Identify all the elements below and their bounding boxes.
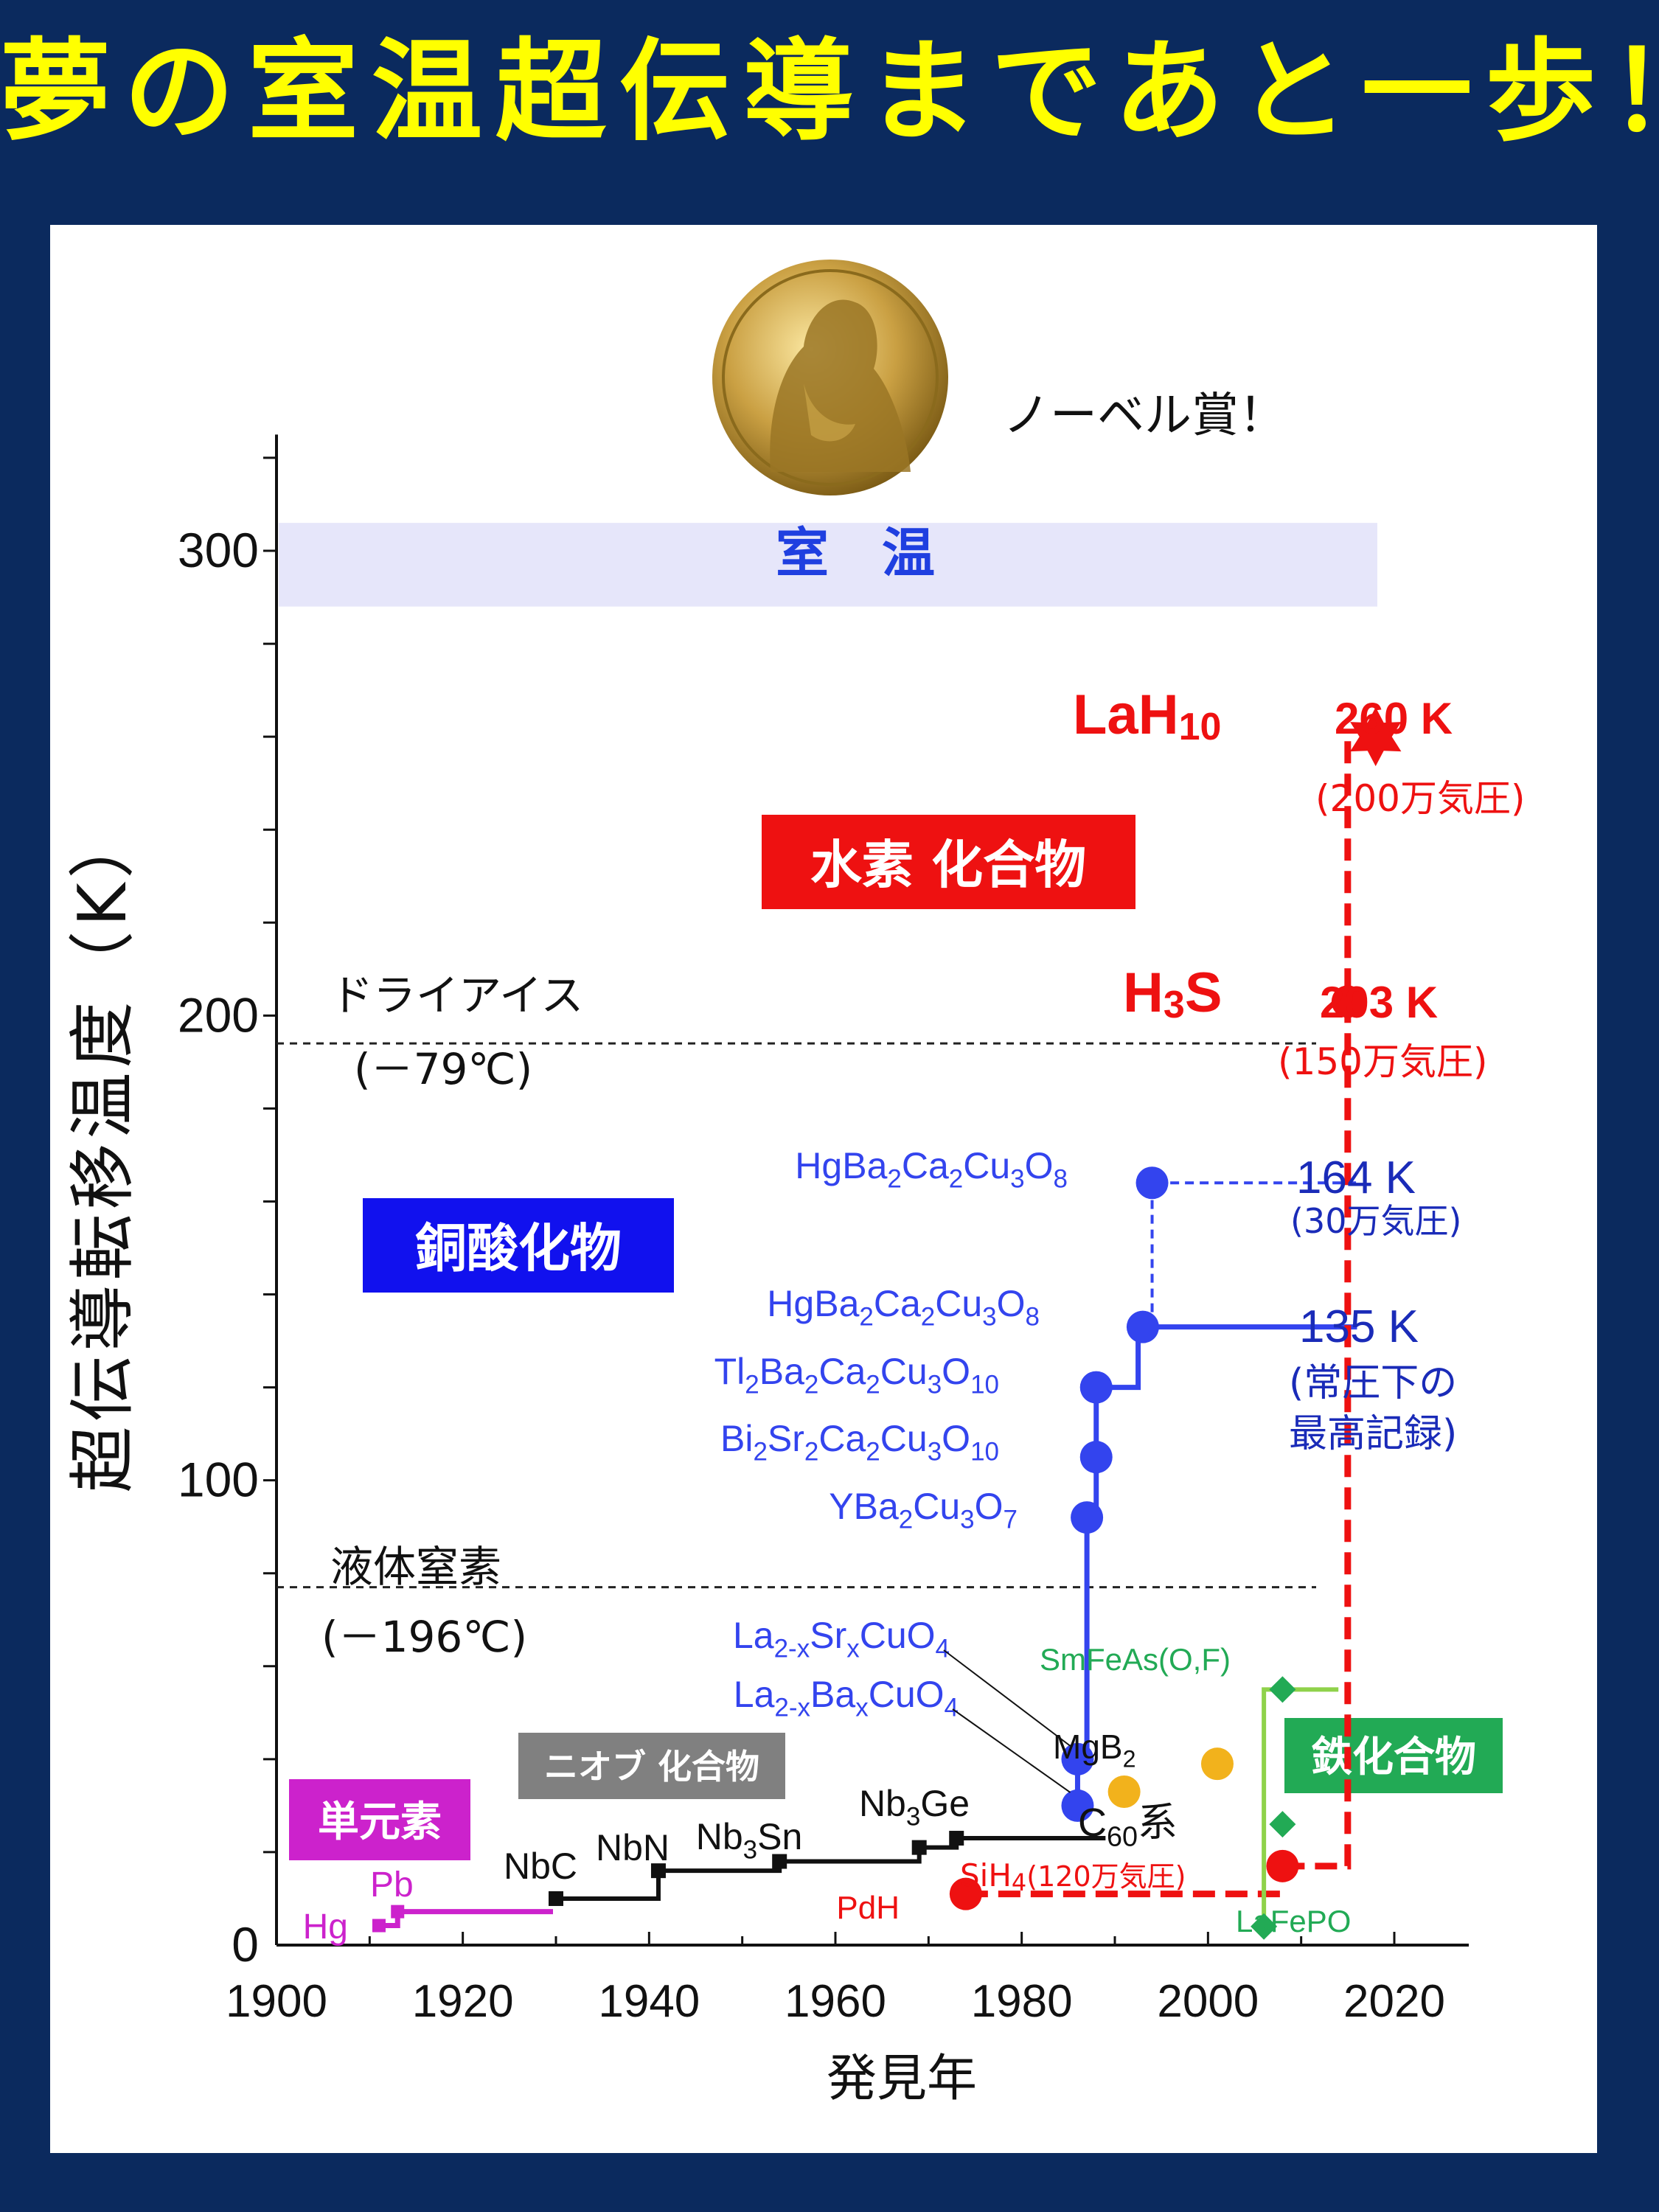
- marker-lah10-star: [1350, 707, 1402, 767]
- label-labacuo-leader: [952, 1708, 1071, 1793]
- marker-labacuo: [1061, 1789, 1094, 1822]
- x-tick-labels: 1900 1920 1940 1960 1980 2000 2020: [226, 1976, 1445, 2027]
- marker-bscco: [1079, 1441, 1113, 1474]
- y-tick-label: 200: [178, 987, 259, 1042]
- h3s-pressure-label: (150万気圧): [1278, 1040, 1487, 1083]
- marker-ybco: [1071, 1501, 1104, 1534]
- x-tick-label: 1940: [598, 1976, 700, 2027]
- room-temperature-label: 室 温: [776, 522, 935, 584]
- label-nbn: NbN: [596, 1827, 669, 1868]
- marker-lafepo: [1251, 1913, 1278, 1940]
- label-ybco: YBa2Cu3O7: [829, 1486, 1018, 1534]
- marker-h3s: [1331, 985, 1364, 1018]
- label-smfeas: SmFeAs(O,F): [1040, 1642, 1231, 1677]
- iron-category-label: 鉄化合物: [1311, 1733, 1476, 1781]
- liquid-nitrogen-label: 液体窒素: [330, 1542, 501, 1592]
- liquid-nitrogen-temp-label: (－196℃): [321, 1612, 527, 1662]
- hydride-category-box: [762, 815, 1135, 909]
- x-tick-label: 1920: [412, 1976, 514, 2027]
- y-axis-label: 超伝導転移温度（K）: [64, 807, 142, 1492]
- marker-pdh: [949, 1877, 982, 1910]
- marker-nb3sn-2: [911, 1840, 927, 1855]
- label-lafepo: LaFePO: [1236, 1904, 1351, 1938]
- marker-nb3ge: [949, 1831, 964, 1846]
- iron-history-line: [1262, 1687, 1339, 1930]
- nobel-medal-icon: [712, 260, 948, 495]
- label-c60: C60系: [1078, 1801, 1178, 1853]
- marker-hg: [372, 1919, 386, 1933]
- marker-mgb2: [1200, 1747, 1234, 1781]
- marker-c60: [1107, 1775, 1141, 1808]
- sih4-label: SiH4(120万気圧): [960, 1857, 1186, 1896]
- marker-pb: [391, 1905, 405, 1919]
- axes: [275, 434, 1470, 1947]
- hg1223-pressure-label: (30万気圧): [1290, 1201, 1461, 1241]
- label-hg: Hg: [303, 1907, 348, 1947]
- marker-smfeas: [1269, 1676, 1296, 1703]
- hg1223-pressure-tc-label: 164 K: [1296, 1152, 1416, 1203]
- niobium-category-box: [518, 1733, 785, 1799]
- y-tick-label: 100: [178, 1453, 259, 1507]
- label-lasrcuo: La2-xSrxCuO4: [733, 1615, 950, 1663]
- label-nb3sn: Nb3Sn: [696, 1816, 803, 1865]
- marker-nb3sn: [772, 1854, 787, 1869]
- x-tick-label: 2000: [1157, 1976, 1259, 2027]
- cuprate-category-label: 銅酸化物: [415, 1218, 622, 1279]
- hydride-category-label: 水素 化合物: [810, 835, 1086, 895]
- lah10-tc-label: 260 K: [1335, 694, 1453, 743]
- label-mgb2: MgB2: [1053, 1728, 1136, 1773]
- label-tbcco: Tl2Ba2Ca2Cu3O10: [714, 1351, 999, 1399]
- label-nbc: NbC: [504, 1846, 577, 1887]
- x-axis-label: 発見年: [827, 2050, 977, 2108]
- axis-ticks: [263, 456, 1396, 1945]
- hg1223-tc-label: 135 K: [1299, 1301, 1419, 1352]
- marker-lasrcuo: [1061, 1742, 1094, 1775]
- room-temperature-band: [279, 523, 1377, 607]
- x-tick-label: 1960: [785, 1976, 886, 2027]
- x-tick-label: 2020: [1343, 1976, 1445, 2027]
- y-tick-label: 300: [178, 523, 259, 577]
- cuprate-pressure-line: [1150, 1181, 1357, 1327]
- marker-hbcco-pressure: [1135, 1166, 1169, 1200]
- label-nb3ge: Nb3Ge: [859, 1783, 970, 1832]
- label-hbcco: HgBa2Ca2Cu3O8: [767, 1283, 1040, 1332]
- label-hbcco-pressure: HgBa2Ca2Cu3O8: [795, 1145, 1068, 1194]
- element-category-label: 単元素: [318, 1798, 442, 1846]
- marker-nbn: [650, 1863, 666, 1879]
- hg1223-note-line1: (常圧下の: [1289, 1361, 1457, 1405]
- dry-ice-temp-label: (－79℃): [354, 1044, 532, 1094]
- data-markers: [372, 707, 1402, 1940]
- label-lasrcuo-leader: [943, 1649, 1071, 1747]
- marker-tbcco: [1079, 1371, 1113, 1404]
- dry-ice-label: ドライアイス: [330, 970, 583, 1020]
- x-tick-label: 1900: [226, 1976, 327, 2027]
- h3s-tc-label: 203 K: [1320, 978, 1438, 1027]
- marker-sih4: [1266, 1849, 1299, 1882]
- label-bscco: Bi2Sr2Ca2Cu3O10: [720, 1418, 999, 1467]
- marker-hbcco: [1126, 1310, 1159, 1343]
- hg1223-note-line2: 最高記録): [1289, 1412, 1457, 1456]
- poster-title: 夢の室温超伝導まであと一歩！: [0, 28, 1659, 156]
- iron-category-box: [1284, 1718, 1503, 1793]
- niobium-category-label: ニオブ 化合物: [544, 1747, 759, 1787]
- nobel-prize-label: ノーベル賞！: [1003, 389, 1286, 443]
- lah10-label: LaH10: [1073, 684, 1221, 748]
- cuprate-category-box: [363, 1198, 674, 1293]
- element-category-box: [289, 1779, 470, 1860]
- marker-nbc: [549, 1891, 563, 1906]
- y-tick-labels: 0 100 200 300: [178, 523, 259, 1972]
- lah10-pressure-label: (200万気圧): [1315, 777, 1525, 820]
- x-tick-label: 1980: [971, 1976, 1073, 2027]
- h3s-label: H3S: [1123, 961, 1222, 1026]
- label-labacuo: La2-xBaxCuO4: [734, 1674, 959, 1722]
- element-history-line: [378, 1909, 553, 1929]
- hydride-history-line: [1282, 737, 1352, 1870]
- label-pb: Pb: [370, 1865, 414, 1905]
- marker-lafeaso: [1269, 1811, 1296, 1838]
- y-tick-label: 0: [232, 1917, 259, 1972]
- label-pdh: PdH: [836, 1890, 900, 1926]
